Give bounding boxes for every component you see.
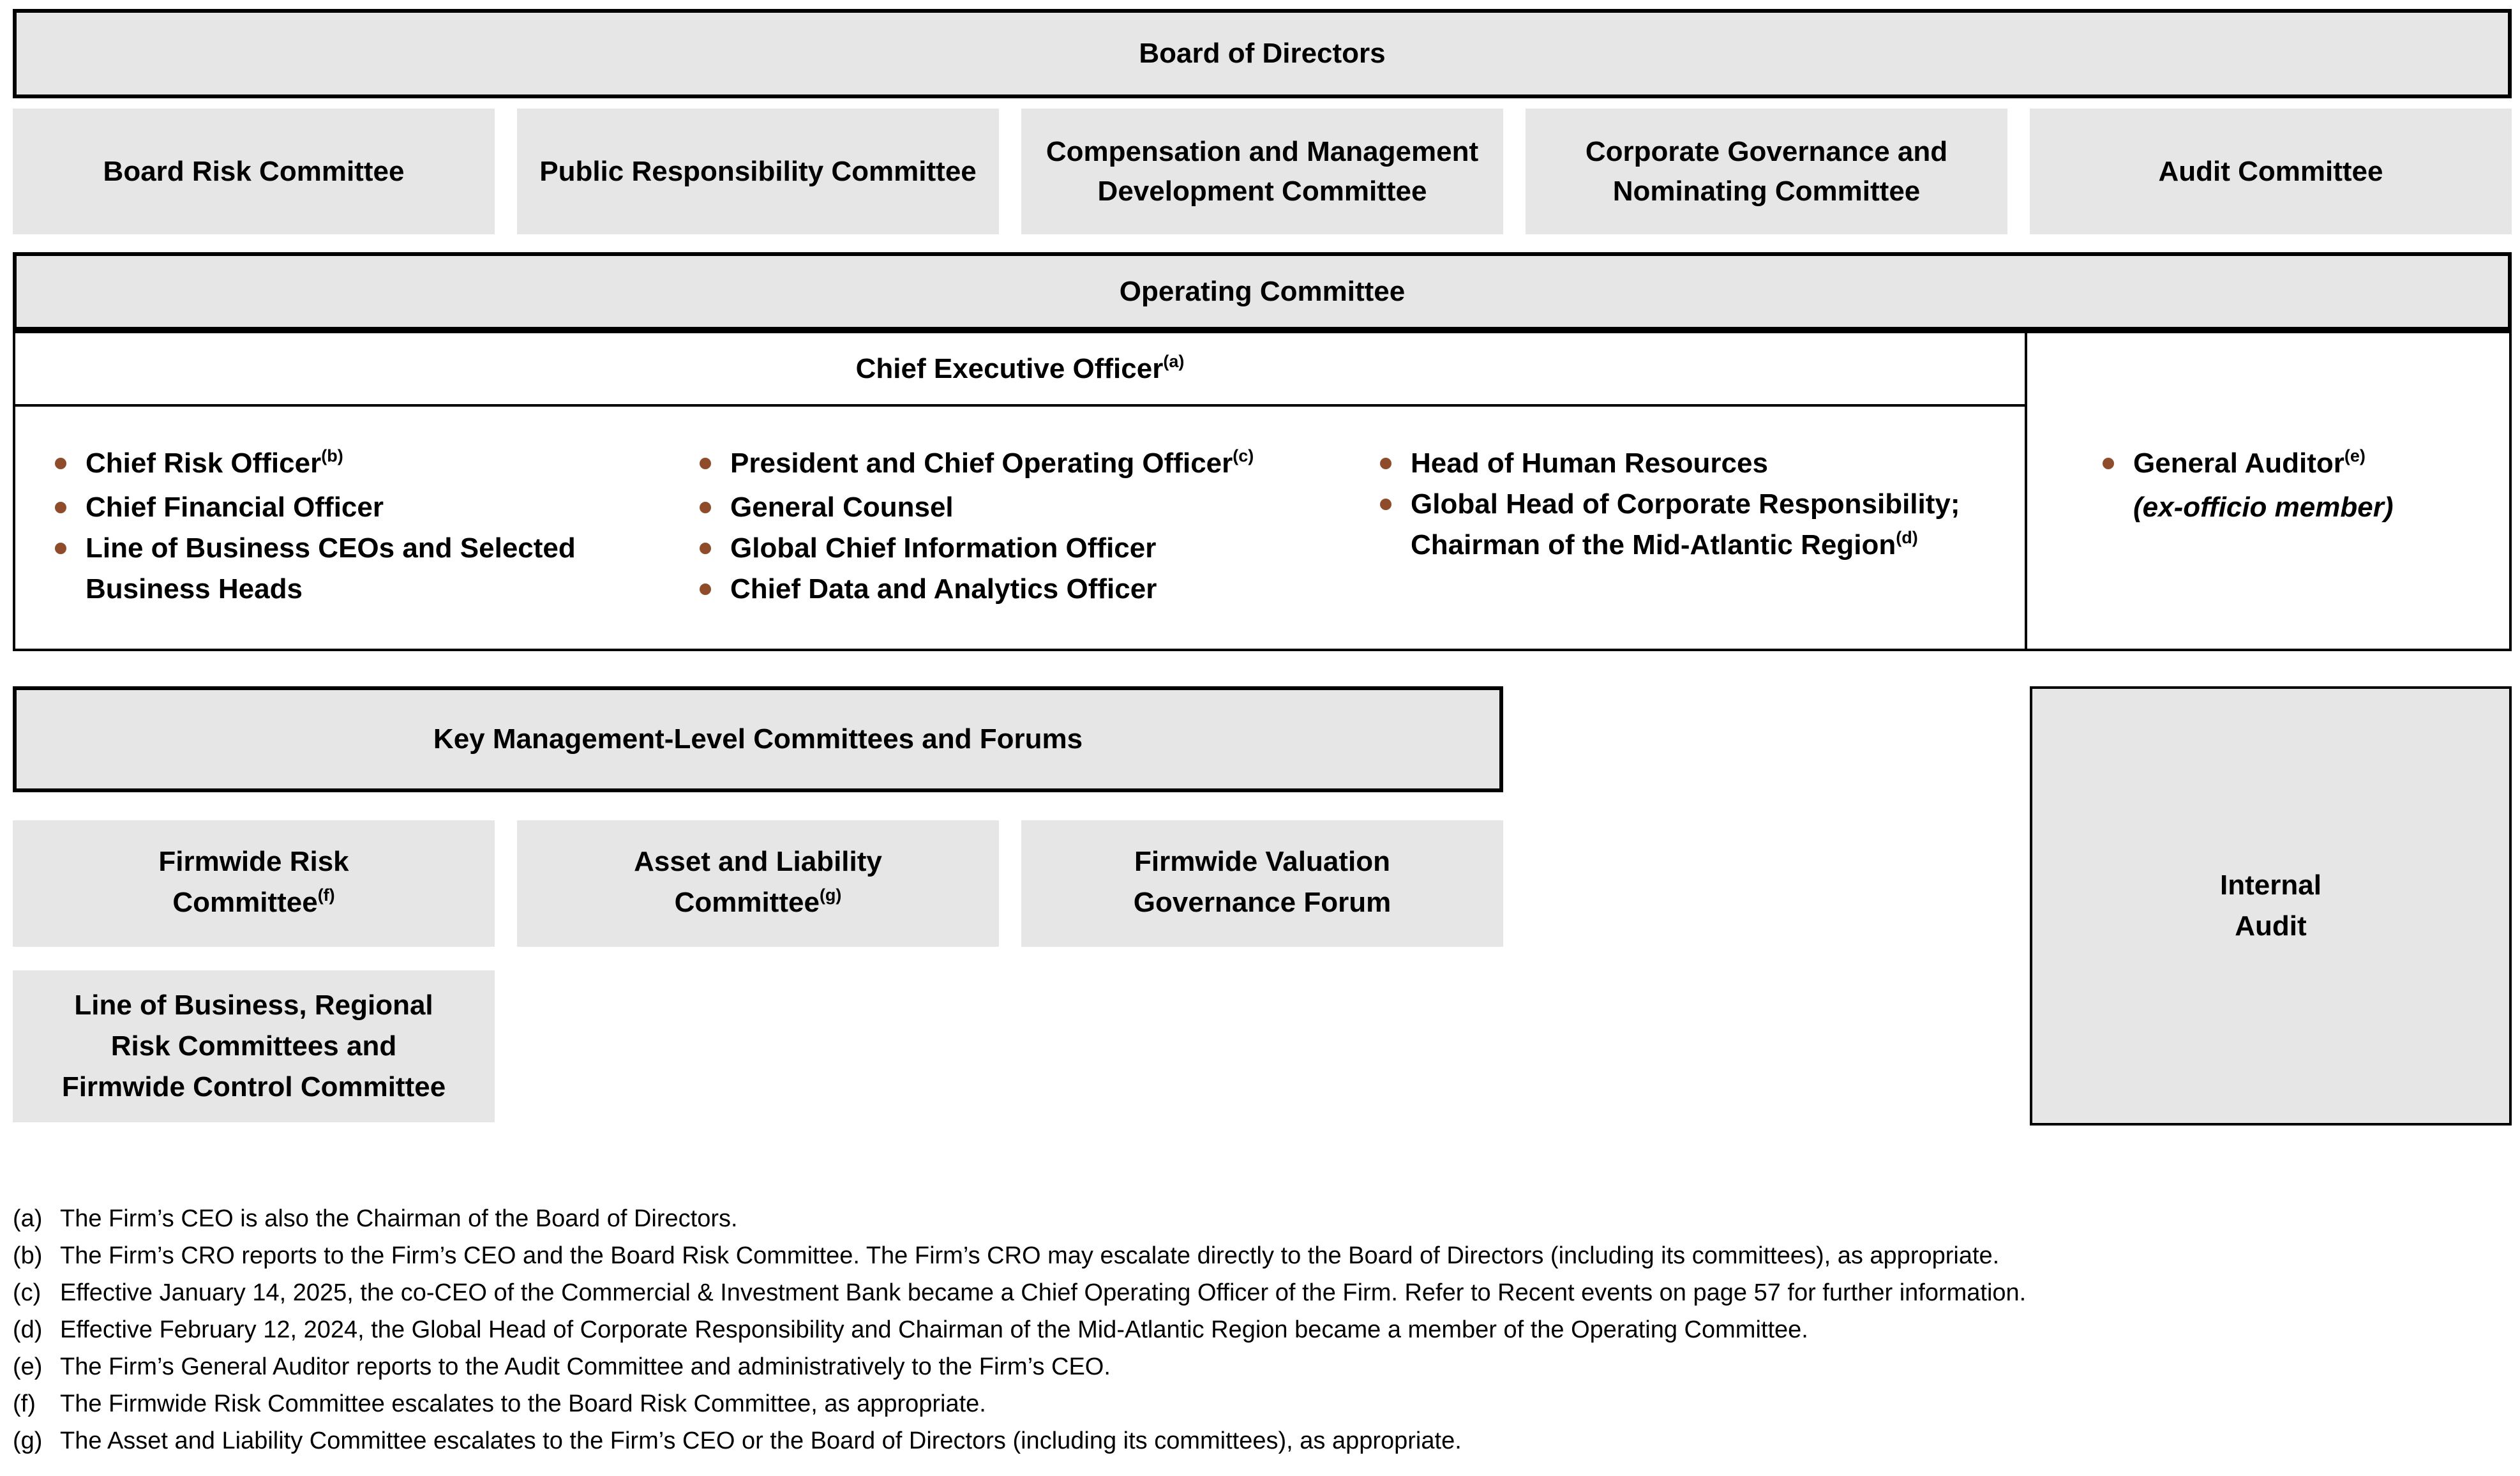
footnote-marker: (f) (13, 1390, 36, 1417)
list-item: Head of Human Resources (1380, 443, 1960, 484)
footnote-marker: (g) (13, 1427, 43, 1454)
list-item-continuation: Chairman of the Mid-Atlantic Region(d) (1411, 528, 1918, 561)
line-of-business-risk-committees-box: Line of Business, Regional Risk Committe… (13, 970, 495, 1122)
footnote-f: (f) The Firmwide Risk Committee escalates… (13, 1385, 2509, 1422)
footnote-text: The Asset and Liability Committee escala… (60, 1427, 1462, 1454)
bullet-icon (700, 543, 711, 554)
footnote-e: (e) The Firm’s General Auditor reports to… (13, 1348, 2509, 1385)
bullet-icon (2103, 458, 2114, 469)
footnote-text: The Firm’s CRO reports to the Firm’s CEO… (60, 1242, 2000, 1269)
footnotes: (a) The Firm’s CEO is also the Chairman o… (13, 1200, 2509, 1459)
list-item: President and Chief Operating Officer(c) (700, 443, 1254, 487)
footnote-b: (b) The Firm’s CRO reports to the Firm’s … (13, 1237, 2509, 1274)
operating-members-column-2: President and Chief Operating Officer(c)… (700, 443, 1254, 610)
footnote-marker: (e) (13, 1353, 43, 1380)
list-item: General Counsel (700, 487, 1254, 528)
board-of-directors-label: Board of Directors (1139, 38, 1386, 69)
list-item: Global Head of Corporate Responsibility; (1380, 484, 1960, 525)
bullet-icon (1380, 458, 1391, 469)
ceo-label: Chief Executive Officer(a) (855, 351, 1185, 384)
footnote-marker: (d) (13, 1316, 43, 1343)
asset-liability-committee-box: Asset and Liability Committee(g) (517, 820, 999, 947)
footnote-text: Effective January 14, 2025, the co-CEO o… (60, 1279, 2027, 1306)
bullet-icon (55, 458, 66, 469)
footnote-marker: (a) (13, 1205, 43, 1232)
general-auditor-column: General Auditor(e) (ex-officio member) (2103, 443, 2394, 528)
footnote-text: The Firm’s General Auditor reports to th… (60, 1353, 1111, 1380)
footnote-text: The Firm’s CEO is also the Chairman of t… (60, 1205, 738, 1232)
operating-committee-label: Operating Committee (1119, 275, 1406, 307)
key-management-committees-header: Key Management-Level Committees and Foru… (13, 686, 1503, 792)
compensation-management-development-committee-box: Compensation and Management Development … (1021, 109, 1503, 234)
board-of-directors-box: Board of Directors (13, 9, 2512, 98)
footnote-marker: (b) (13, 1242, 43, 1269)
ceo-and-members-panel: Chief Executive Officer(a) Chief Risk Of… (15, 333, 2027, 649)
ceo-footnote-ref: (a) (1163, 351, 1185, 371)
list-item-ex-officio: (ex-officio member) (2133, 492, 2394, 523)
bullet-icon (700, 458, 711, 469)
corporate-governance-nominating-committee-box: Corporate Governance and Nominating Comm… (1526, 109, 2007, 234)
corporate-governance-nominating-committee-label: Corporate Governance and Nominating Comm… (1585, 135, 1948, 207)
bullet-icon (700, 502, 711, 513)
line-of-business-risk-committees-label: Line of Business, Regional Risk Committe… (61, 990, 446, 1103)
asset-liability-committee-label: Asset and Liability Committee(g) (634, 845, 882, 918)
bullet-icon (1380, 499, 1391, 510)
operating-committee-section: Chief Executive Officer(a) Chief Risk Of… (13, 331, 2512, 651)
list-item: Global Chief Information Officer (700, 528, 1254, 569)
audit-committee-label: Audit Committee (2158, 155, 2383, 187)
operating-members-column-3: Head of Human Resources Global Head of C… (1380, 443, 1960, 569)
board-risk-committee-label: Board Risk Committee (103, 155, 405, 187)
footnote-marker: (c) (13, 1279, 41, 1306)
footnote-a: (a) The Firm’s CEO is also the Chairman o… (13, 1200, 2509, 1237)
key-management-committees-label: Key Management-Level Committees and Foru… (433, 723, 1083, 755)
firmwide-valuation-governance-forum-box: Firmwide Valuation Governance Forum (1021, 820, 1503, 947)
public-responsibility-committee-box: Public Responsibility Committee (517, 109, 999, 234)
list-item: Chief Risk Officer(b) (55, 443, 576, 487)
bullet-icon (55, 543, 66, 554)
firmwide-valuation-governance-forum-label: Firmwide Valuation Governance Forum (1133, 845, 1391, 918)
list-item-continuation: Business Heads (86, 573, 303, 605)
list-item: Chief Financial Officer (55, 487, 576, 528)
footnote-c: (c) Effective January 14, 2025, the co-CE… (13, 1274, 2509, 1311)
board-risk-committee-box: Board Risk Committee (13, 109, 495, 234)
ceo-title-row: Chief Executive Officer(a) (15, 333, 2025, 407)
internal-audit-box: Internal Audit (2030, 686, 2512, 1126)
list-item: Line of Business CEOs and Selected (55, 528, 576, 569)
footnote-g: (g) The Asset and Liability Committee esc… (13, 1422, 2509, 1459)
compensation-management-development-committee-label: Compensation and Management Development … (1046, 135, 1479, 207)
public-responsibility-committee-label: Public Responsibility Committee (539, 155, 977, 187)
footnote-d: (d) Effective February 12, 2024, the Glob… (13, 1311, 2509, 1348)
audit-committee-box: Audit Committee (2030, 109, 2512, 234)
list-item: General Auditor(e) (2103, 443, 2394, 487)
list-item: Chief Data and Analytics Officer (700, 569, 1254, 610)
bullet-icon (700, 584, 711, 595)
operating-committee-header: Operating Committee (13, 252, 2512, 331)
footnote-text: The Firmwide Risk Committee escalates to… (60, 1390, 986, 1417)
bullet-icon (55, 502, 66, 513)
operating-members-column-1: Chief Risk Officer(b) Chief Financial Of… (55, 443, 576, 610)
firmwide-risk-committee-label: Firmwide Risk Committee(f) (158, 845, 349, 918)
footnote-text: Effective February 12, 2024, the Global … (60, 1316, 1808, 1343)
internal-audit-label: Internal Audit (2220, 870, 2321, 942)
firmwide-risk-committee-box: Firmwide Risk Committee(f) (13, 820, 495, 947)
